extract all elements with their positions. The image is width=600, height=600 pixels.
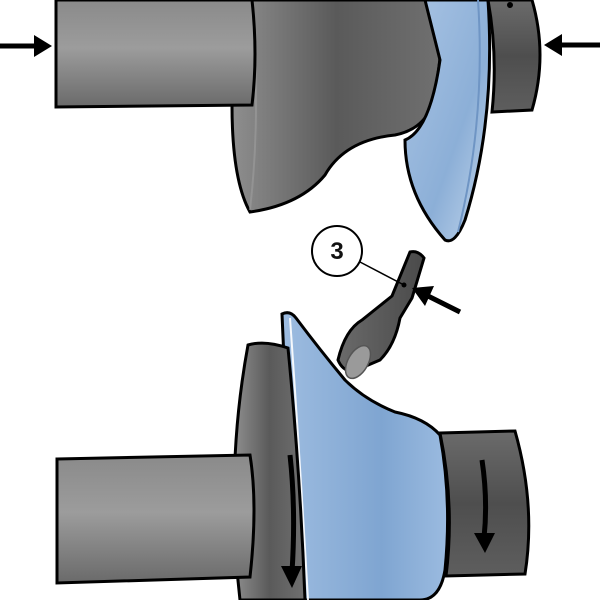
rotation-arrow-icon xyxy=(474,459,495,553)
top-stage xyxy=(0,0,600,243)
arrow-left-icon xyxy=(544,34,600,56)
bottom-stage xyxy=(55,250,531,600)
arrow-down-left-icon xyxy=(412,286,462,315)
roller-tool xyxy=(336,250,426,380)
mandrel-shaft xyxy=(54,0,257,109)
rotation-arrow-icon xyxy=(281,454,302,588)
arrow-right-icon xyxy=(0,35,52,57)
callout-number: 3 xyxy=(330,238,343,265)
mandrel-shaft xyxy=(55,453,256,585)
tailstock xyxy=(486,0,542,114)
callout-3: 3 xyxy=(311,225,405,286)
